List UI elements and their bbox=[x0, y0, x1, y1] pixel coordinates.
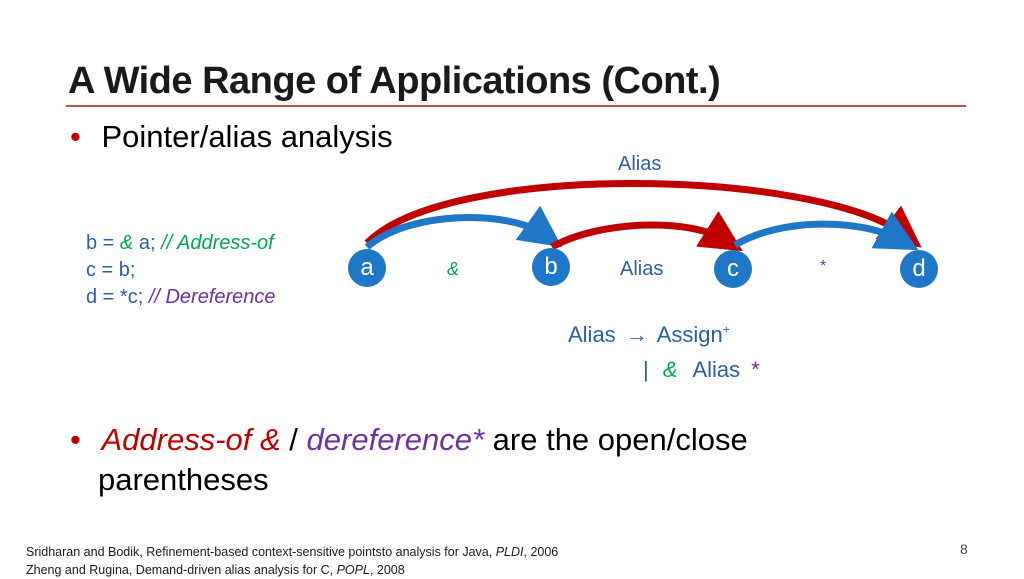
node-a: a bbox=[348, 249, 386, 287]
bullet-dot: • bbox=[70, 422, 81, 457]
label-edge-cd: * bbox=[820, 258, 827, 275]
label-alias-top: Alias bbox=[618, 153, 662, 175]
code-block: b = & a; // Address-of c = b; d = *c; //… bbox=[86, 230, 276, 311]
grammar-line-2: | & Alias * bbox=[643, 357, 759, 382]
grammar-line-1: Alias → Assign+ bbox=[568, 322, 730, 347]
references: Sridharan and Bodik, Refinement-based co… bbox=[26, 543, 558, 579]
node-d: d bbox=[900, 250, 938, 288]
node-b: b bbox=[532, 248, 570, 286]
reference-1: Sridharan and Bodik, Refinement-based co… bbox=[26, 545, 559, 559]
edge-b-c bbox=[550, 211, 743, 252]
page-number: 8 bbox=[960, 541, 968, 557]
slide-title: A Wide Range of Applications (Cont.) bbox=[68, 60, 721, 102]
bullet-dot: • bbox=[70, 119, 81, 154]
bullet-pointer-analysis: • Pointer/alias analysis bbox=[70, 119, 393, 155]
comment-dereference: // Dereference bbox=[148, 286, 276, 308]
label-edge-bc: Alias bbox=[620, 258, 664, 280]
title-divider bbox=[66, 105, 966, 107]
comment-address-of: // Address-of bbox=[161, 232, 274, 254]
edge-alias-a-d bbox=[364, 180, 922, 248]
label-edge-ab: & bbox=[447, 259, 460, 279]
arrow-icon: → bbox=[625, 322, 648, 347]
bullet-text: Pointer/alias analysis bbox=[101, 119, 393, 154]
code-line-3: d = *c; // Dereference bbox=[86, 286, 276, 308]
edge-a-b bbox=[364, 205, 563, 250]
edge-c-d bbox=[733, 211, 919, 251]
reference-2: Zheng and Rugina, Demand-driven alias an… bbox=[26, 563, 405, 577]
bullet-parentheses: • Address-of & / dereference* are the op… bbox=[70, 422, 748, 497]
code-line-1: b = & a; // Address-of bbox=[86, 232, 274, 254]
node-c: c bbox=[714, 250, 752, 288]
code-line-2: c = b; bbox=[86, 259, 136, 281]
